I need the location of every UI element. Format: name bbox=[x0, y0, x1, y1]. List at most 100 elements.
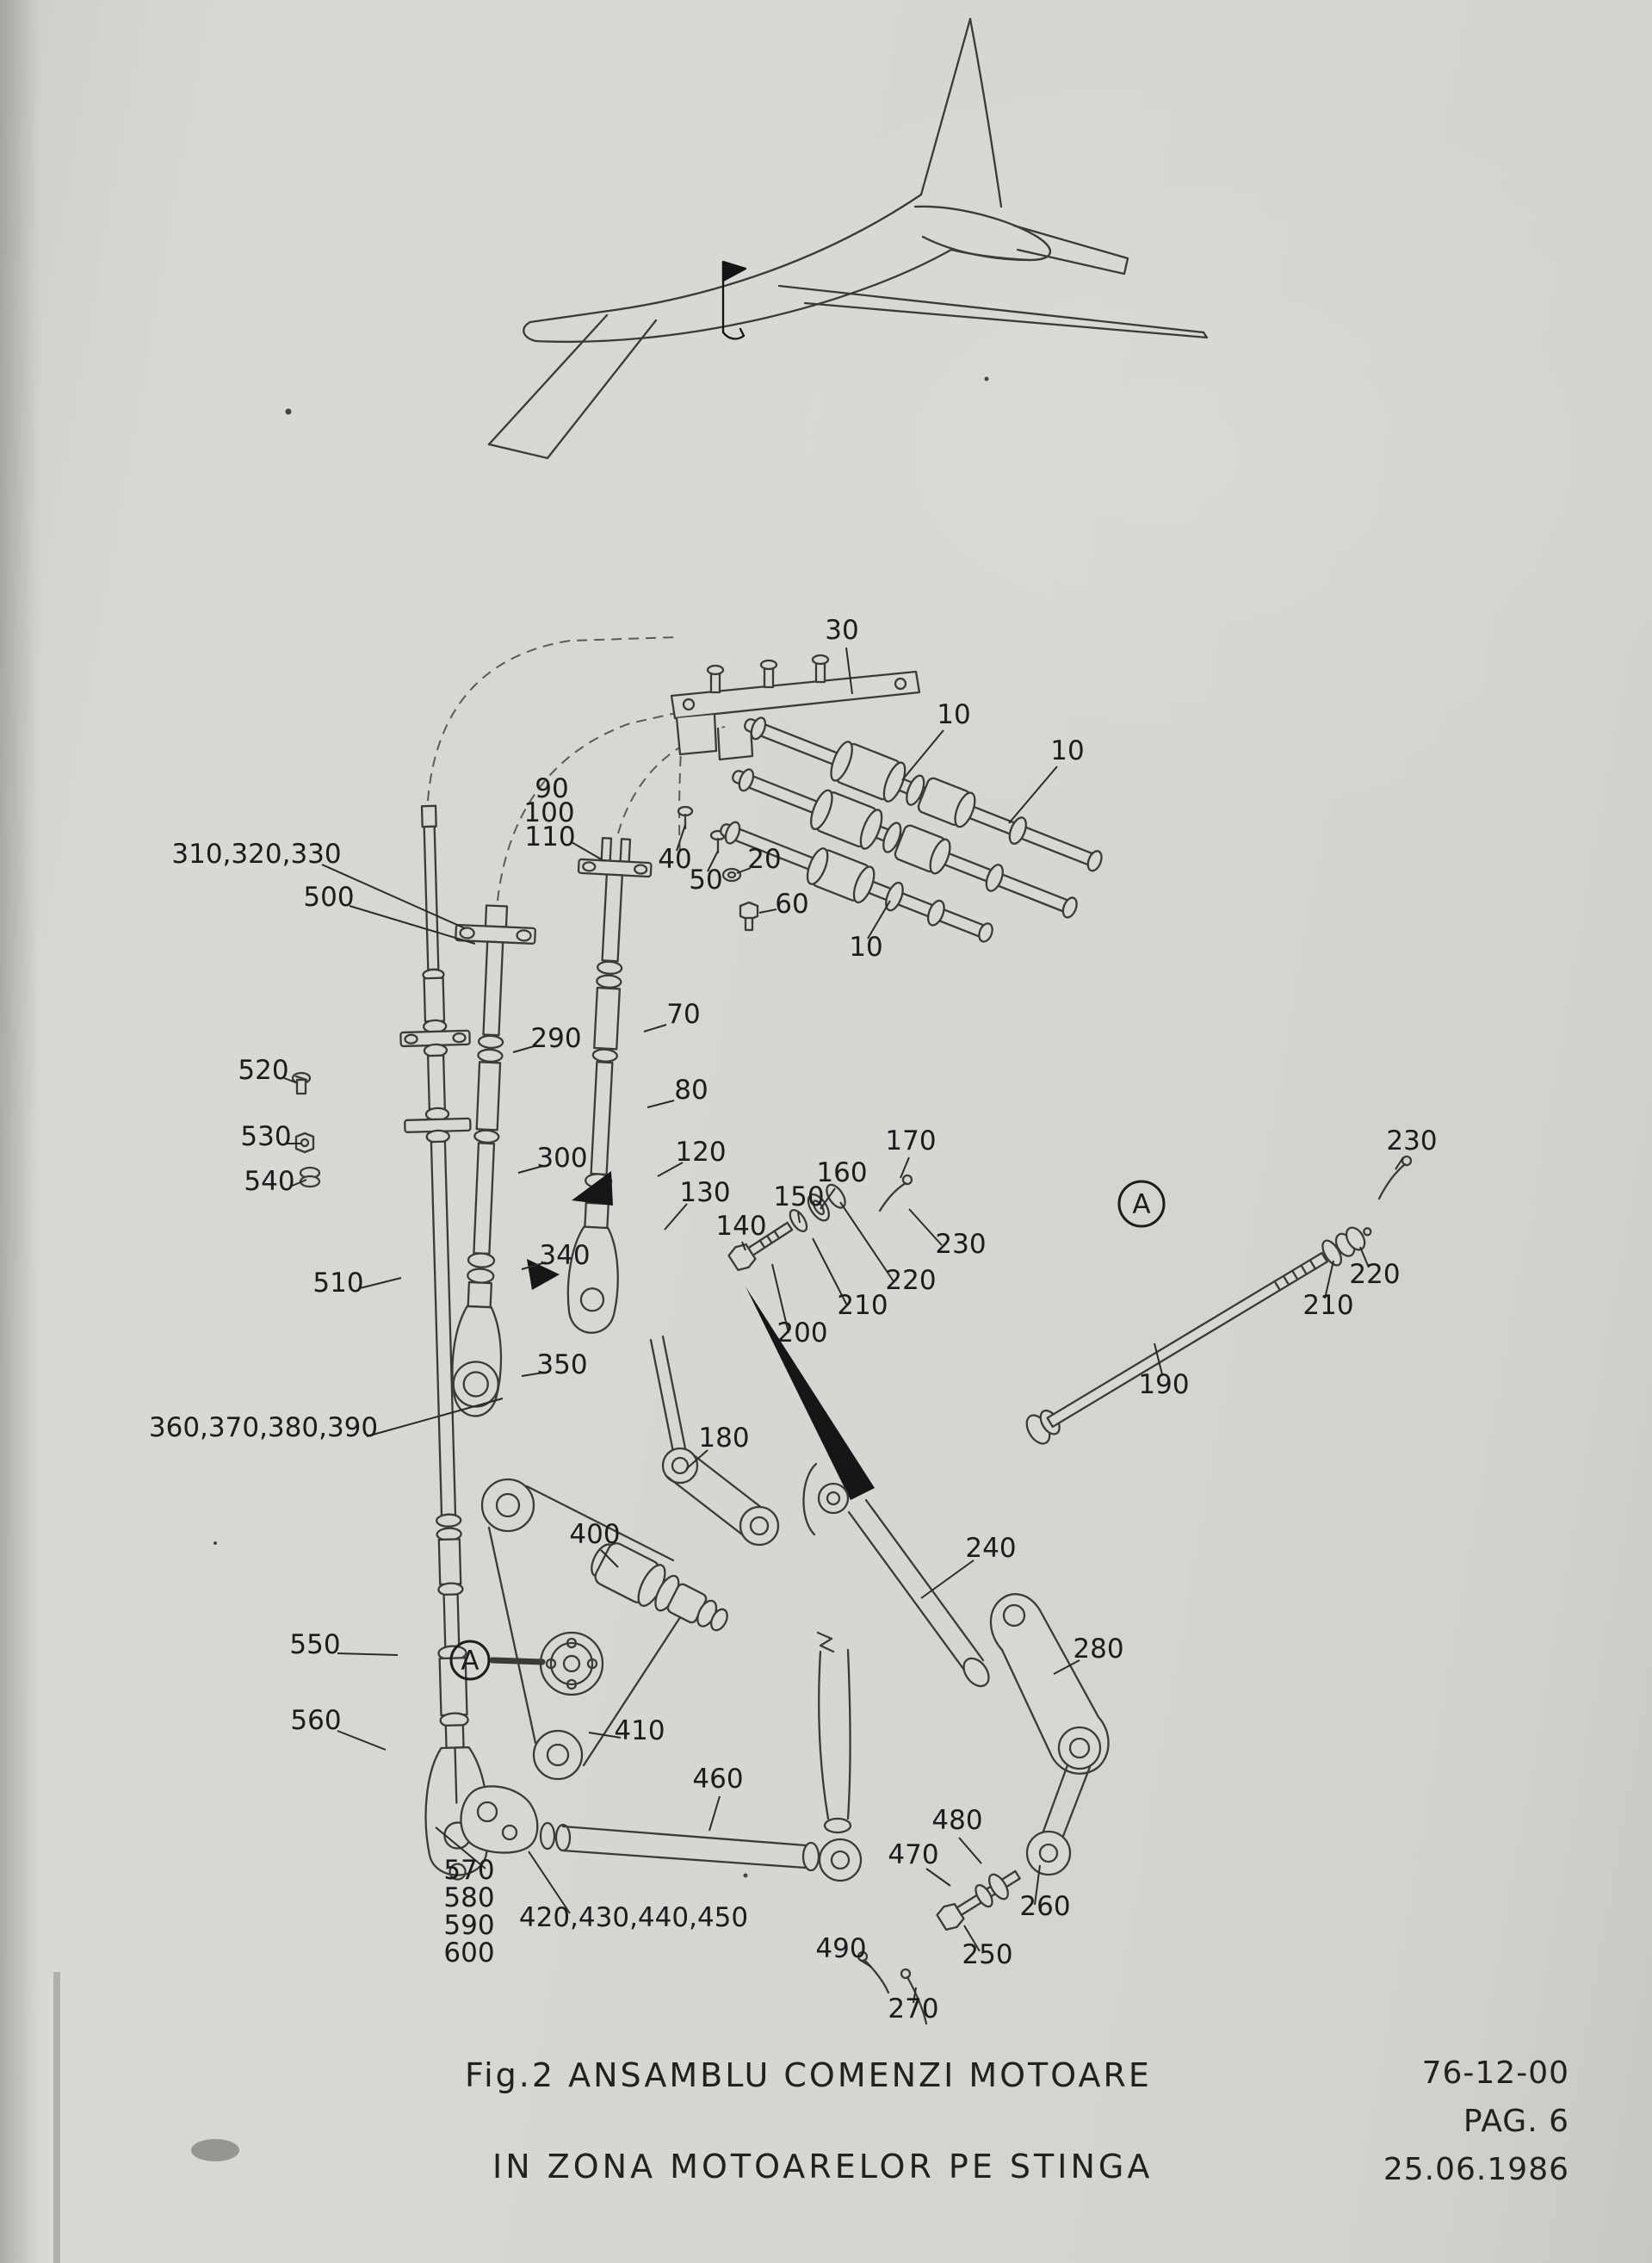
callout-leader-220 bbox=[839, 1201, 894, 1282]
callout-leader-190 bbox=[1154, 1342, 1163, 1375]
bracket-hardware bbox=[677, 805, 759, 932]
callout-leader-110 bbox=[571, 841, 605, 862]
callout-leader-290 bbox=[512, 1045, 538, 1053]
part-callout-520: 520 bbox=[238, 1055, 288, 1086]
callout-leader-280 bbox=[1053, 1659, 1080, 1675]
flag-rod-right bbox=[572, 1171, 613, 1206]
page-number: PAG. 6 bbox=[1463, 2104, 1569, 2139]
part-callout-10: 10 bbox=[1050, 735, 1084, 766]
control-rod-right bbox=[566, 837, 653, 1334]
callout-leader-30 bbox=[845, 647, 853, 695]
hub-400 bbox=[591, 1542, 728, 1632]
part-callout-220: 220 bbox=[885, 1265, 936, 1296]
part-callout-590: 590 bbox=[443, 1910, 494, 1941]
callout-leader-170 bbox=[900, 1156, 910, 1179]
callout-leader-250 bbox=[963, 1925, 981, 1952]
callout-leader-570 bbox=[435, 1826, 486, 1869]
callout-leader-200 bbox=[771, 1263, 789, 1334]
bellcrank-410 bbox=[480, 1478, 689, 1781]
part-callout-10: 10 bbox=[849, 932, 882, 963]
callout-leader-230 bbox=[908, 1208, 943, 1246]
link-180 bbox=[649, 1335, 780, 1547]
part-callout-490: 490 bbox=[815, 1933, 866, 1964]
rod-460 bbox=[460, 1785, 863, 1882]
callout-leader-480 bbox=[958, 1837, 982, 1864]
callout-leader-40 bbox=[676, 824, 686, 852]
manifold-bracket bbox=[670, 654, 921, 761]
part-callout-250: 250 bbox=[962, 1939, 1012, 1970]
pointer-wedge bbox=[746, 1286, 875, 1500]
callout-leader-340 bbox=[521, 1262, 547, 1270]
callout-leader-560 bbox=[337, 1730, 387, 1751]
cotter-pin-170 bbox=[878, 1174, 913, 1212]
drum-assembly-2 bbox=[732, 768, 1078, 919]
part-callout-580: 580 bbox=[443, 1882, 494, 1913]
part-callout-280: 280 bbox=[1073, 1634, 1123, 1665]
callout-leader-10 bbox=[901, 729, 944, 781]
bolt-140-group bbox=[727, 1174, 913, 1272]
callout-leader-150 bbox=[797, 1212, 801, 1224]
part-callout-50: 50 bbox=[689, 865, 722, 896]
aircraft-sketch bbox=[487, 17, 1209, 460]
drum-assembly-3 bbox=[720, 821, 993, 943]
part-callout-350: 350 bbox=[536, 1349, 587, 1380]
part-callout-210: 210 bbox=[837, 1290, 888, 1321]
svg-text:A: A bbox=[1132, 1189, 1150, 1220]
callout-leader-270 bbox=[913, 1987, 917, 2004]
part-callout-260: 260 bbox=[1019, 1891, 1070, 1922]
figure-caption: Fig.2 ANSAMBLU COMENZI MOTOARE bbox=[465, 2056, 1152, 2094]
callout-leader-260 bbox=[1034, 1864, 1041, 1906]
callout-leader-510 bbox=[359, 1277, 402, 1289]
part-callout-600: 600 bbox=[443, 1938, 494, 1968]
part-callout-570: 570 bbox=[443, 1855, 494, 1886]
part-callout-460: 460 bbox=[692, 1764, 743, 1795]
callout-leader-50 bbox=[707, 850, 719, 872]
part-callout-170: 170 bbox=[885, 1125, 936, 1156]
callout-leader-130 bbox=[664, 1203, 688, 1231]
callout-leader-20 bbox=[736, 867, 752, 874]
doc-info-block: 76-12-00 PAG. 6 25.06.1986 bbox=[1383, 2049, 1569, 2194]
callout-leader-520 bbox=[283, 1077, 299, 1084]
callout-leader-500 bbox=[349, 905, 476, 945]
part-callout-30: 30 bbox=[825, 615, 858, 646]
part-callout-340: 340 bbox=[539, 1240, 590, 1271]
callout-layer: 30101090100110310,320,330500405020601029… bbox=[149, 615, 1438, 2024]
part-callout-240: 240 bbox=[965, 1533, 1016, 1564]
part-callout-10: 10 bbox=[937, 699, 970, 730]
part-callout-80: 80 bbox=[674, 1075, 708, 1106]
part-callout-410: 410 bbox=[614, 1715, 665, 1746]
callout-leader-420-430-440-450 bbox=[528, 1851, 571, 1914]
part-callout-60: 60 bbox=[775, 889, 808, 920]
part-callout-530: 530 bbox=[240, 1121, 291, 1152]
callout-leader-350 bbox=[521, 1372, 544, 1377]
figure-subcaption: IN ZONA MOTOARELOR PE STINGA bbox=[492, 2148, 1154, 2186]
part-callout-220: 220 bbox=[1349, 1259, 1400, 1290]
lever-280 bbox=[989, 1593, 1110, 1876]
part-callout-360-370-380-390: 360,370,380,390 bbox=[149, 1412, 378, 1443]
part-callout-180: 180 bbox=[698, 1423, 749, 1454]
part-callout-110: 110 bbox=[524, 822, 575, 852]
cotter-pin-230 bbox=[1377, 1155, 1413, 1200]
callout-leader-10 bbox=[867, 900, 891, 939]
part-callout-230: 230 bbox=[1386, 1125, 1437, 1156]
assembly-guide-lines bbox=[427, 636, 731, 902]
part-callout-200: 200 bbox=[777, 1318, 827, 1348]
part-callout-100: 100 bbox=[523, 797, 574, 828]
callout-leader-120 bbox=[657, 1162, 684, 1177]
part-callout-140: 140 bbox=[715, 1211, 766, 1242]
callout-leader-550 bbox=[337, 1652, 399, 1656]
engine-zone-flag-icon bbox=[721, 260, 747, 340]
rod-240 bbox=[802, 1462, 990, 1688]
part-callout-310-320-330: 310,320,330 bbox=[171, 839, 341, 870]
part-callout-40: 40 bbox=[658, 844, 691, 875]
callout-leader-470 bbox=[925, 1868, 951, 1887]
callout-leader-410 bbox=[588, 1732, 622, 1739]
part-callout-400: 400 bbox=[569, 1519, 620, 1550]
cotter-pin-270 bbox=[900, 1968, 928, 2025]
part-callout-70: 70 bbox=[666, 999, 700, 1030]
scan-specks bbox=[53, 376, 989, 2263]
part-callout-130: 130 bbox=[679, 1177, 730, 1208]
part-callout-210: 210 bbox=[1302, 1290, 1353, 1321]
